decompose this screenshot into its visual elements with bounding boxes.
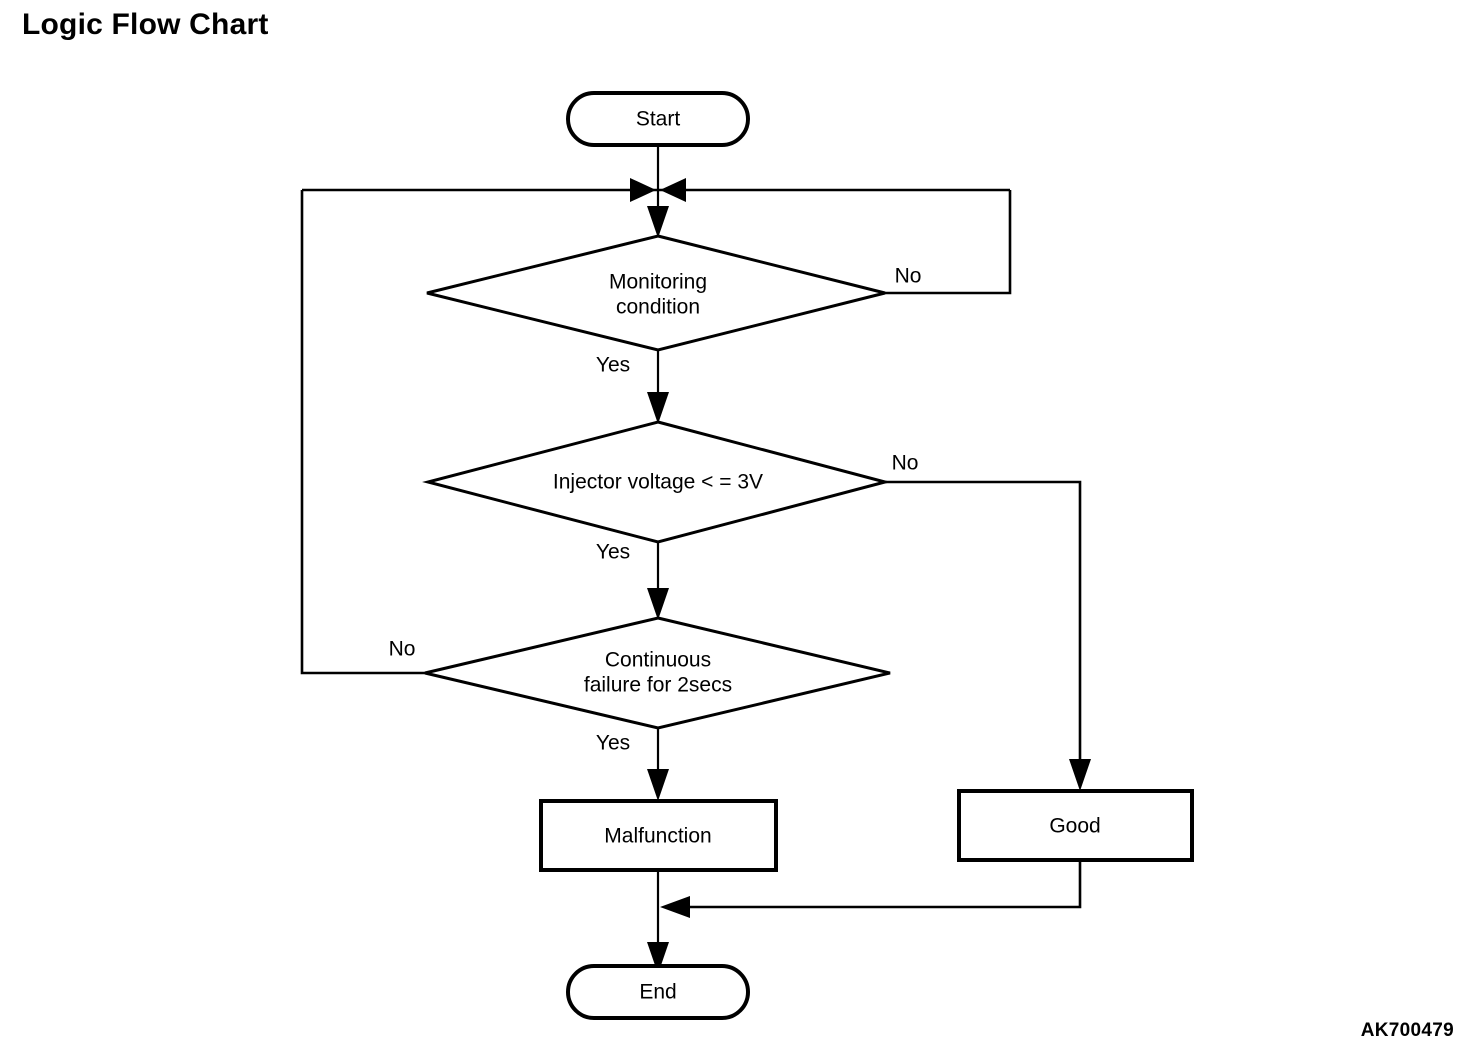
page-title: Logic Flow Chart [22,8,269,41]
node-end: End [566,964,750,1020]
arrow-down-to-monitoring-icon [647,206,669,238]
node-good: Good [957,789,1194,862]
node-continuous-failure: Continuous failure for 2secs [424,616,891,730]
arrow-down-to-continuous-icon [647,588,669,620]
branch-label-injector-yes: Yes [596,541,630,564]
end-label: End [639,981,676,1004]
branch-label-monitoring-no: No [895,265,922,288]
arrow-down-to-end-icon [647,942,669,974]
continuous-failure-label-line1: Continuous [605,649,711,672]
node-start: Start [566,91,750,147]
malfunction-label: Malfunction [604,825,711,848]
branch-label-continuous-yes: Yes [596,732,630,755]
edge-continuous-no [300,190,425,675]
figure-code: AK700479 [1360,1020,1454,1041]
branch-label-continuous-no: No [389,638,416,661]
edge-monitoring-no [885,190,1012,295]
monitoring-condition-label-line2: condition [616,296,700,319]
arrow-down-to-good-icon [1069,759,1091,791]
monitoring-condition-label-line1: Monitoring [609,271,707,294]
node-malfunction: Malfunction [539,799,778,872]
end-shape [566,964,750,1020]
branch-label-injector-no: No [892,452,919,475]
branch-label-monitoring-yes: Yes [596,354,630,377]
edge-good-to-end-merge [672,860,1082,909]
node-monitoring-condition: Monitoring condition [426,234,886,352]
node-injector-voltage: Injector voltage < = 3V [422,420,891,544]
injector-voltage-label: Injector voltage < = 3V [553,471,763,494]
edge-injector-no [885,480,1082,780]
arrow-down-to-injector-icon [647,392,669,424]
arrow-left-into-merge-icon [660,896,690,918]
arrow-down-to-malfunction-icon [647,769,669,801]
good-shape [957,789,1194,862]
start-label: Start [636,108,681,131]
good-label: Good [1049,815,1100,838]
continuous-failure-label-line2: failure for 2secs [584,674,732,697]
arrow-right-into-junction-icon [630,178,656,202]
arrow-left-into-junction-icon [660,178,686,202]
